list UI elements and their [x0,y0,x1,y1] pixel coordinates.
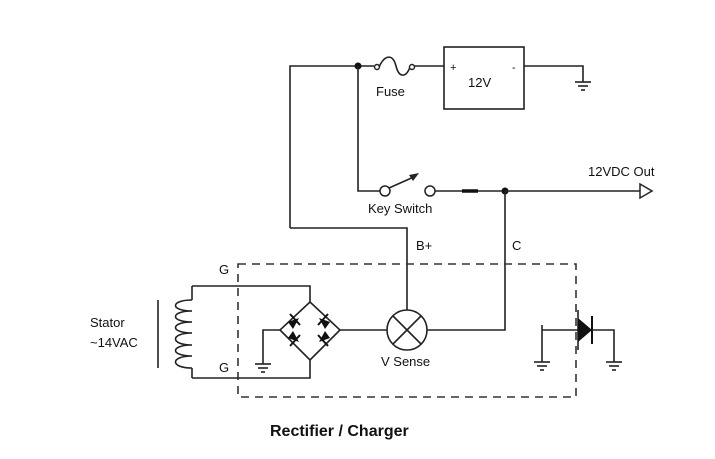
output-label: 12VDC Out [588,164,655,179]
battery-label: 12V [468,75,491,90]
stator-label: Stator [90,315,125,330]
output-arrow [639,182,654,200]
b-plus-label: B+ [416,238,432,253]
diagram-title: Rectifier / Charger [270,423,409,440]
stator-voltage-label: ~14VAC [90,335,138,350]
battery-12v: + - 12V [443,46,525,110]
fuse-label: Fuse [376,84,405,99]
stator-coil [157,286,193,378]
fuse-branch [289,56,444,228]
regulator-symbol [534,310,622,371]
c-label: C [512,238,521,253]
v-sense-label: V Sense [381,354,430,369]
fuse-symbol [373,56,416,76]
bridge-rectifier [278,300,342,362]
battery-minus-label: - [512,62,516,74]
g-top-label: G [219,262,229,277]
rectifier-box [237,263,577,398]
key-switch-label: Key Switch [368,201,432,216]
battery-ground [524,65,591,91]
battery-plus-label: + [450,62,456,74]
rectifier-ground [255,329,280,373]
key-switch-branch [357,66,654,200]
v-sense-lamp [386,309,428,351]
g-bottom-label: G [219,360,229,375]
